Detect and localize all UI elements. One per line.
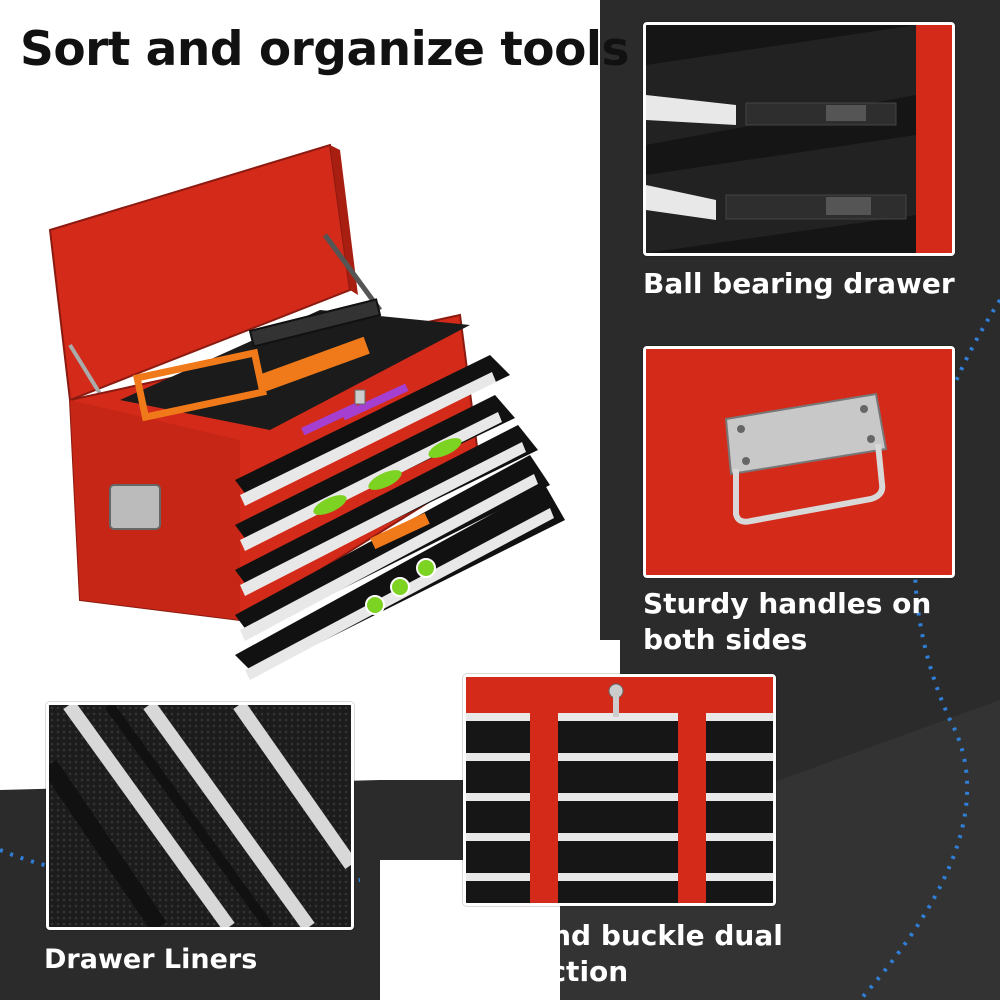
drawer-liner-panel	[46, 702, 354, 930]
ball-bearing-slide-icon	[646, 25, 952, 253]
side-handle-icon	[646, 349, 952, 575]
ball-bearing-panel	[643, 22, 955, 256]
lock-caption-line-1: Key and buckle dual	[464, 919, 783, 952]
lock-caption: Key and buckle dual protection	[464, 918, 783, 990]
drawer-liner-caption: Drawer Liners	[44, 944, 258, 975]
headline: Sort and organize tools	[20, 22, 629, 77]
ball-bearing-caption: Ball bearing drawer	[643, 267, 955, 300]
handle-panel	[643, 346, 955, 578]
toolbox-illustration	[48, 143, 565, 680]
handle-caption-line-2: both sides	[643, 623, 808, 656]
lock-caption-line-2: protection	[464, 955, 629, 988]
lock-panel	[463, 674, 776, 906]
handle-caption: Sturdy handles on both sides	[643, 586, 931, 658]
handle-caption-line-1: Sturdy handles on	[643, 587, 932, 620]
drawer-liner-icon	[49, 705, 351, 927]
lock-buckle-icon	[466, 677, 773, 903]
